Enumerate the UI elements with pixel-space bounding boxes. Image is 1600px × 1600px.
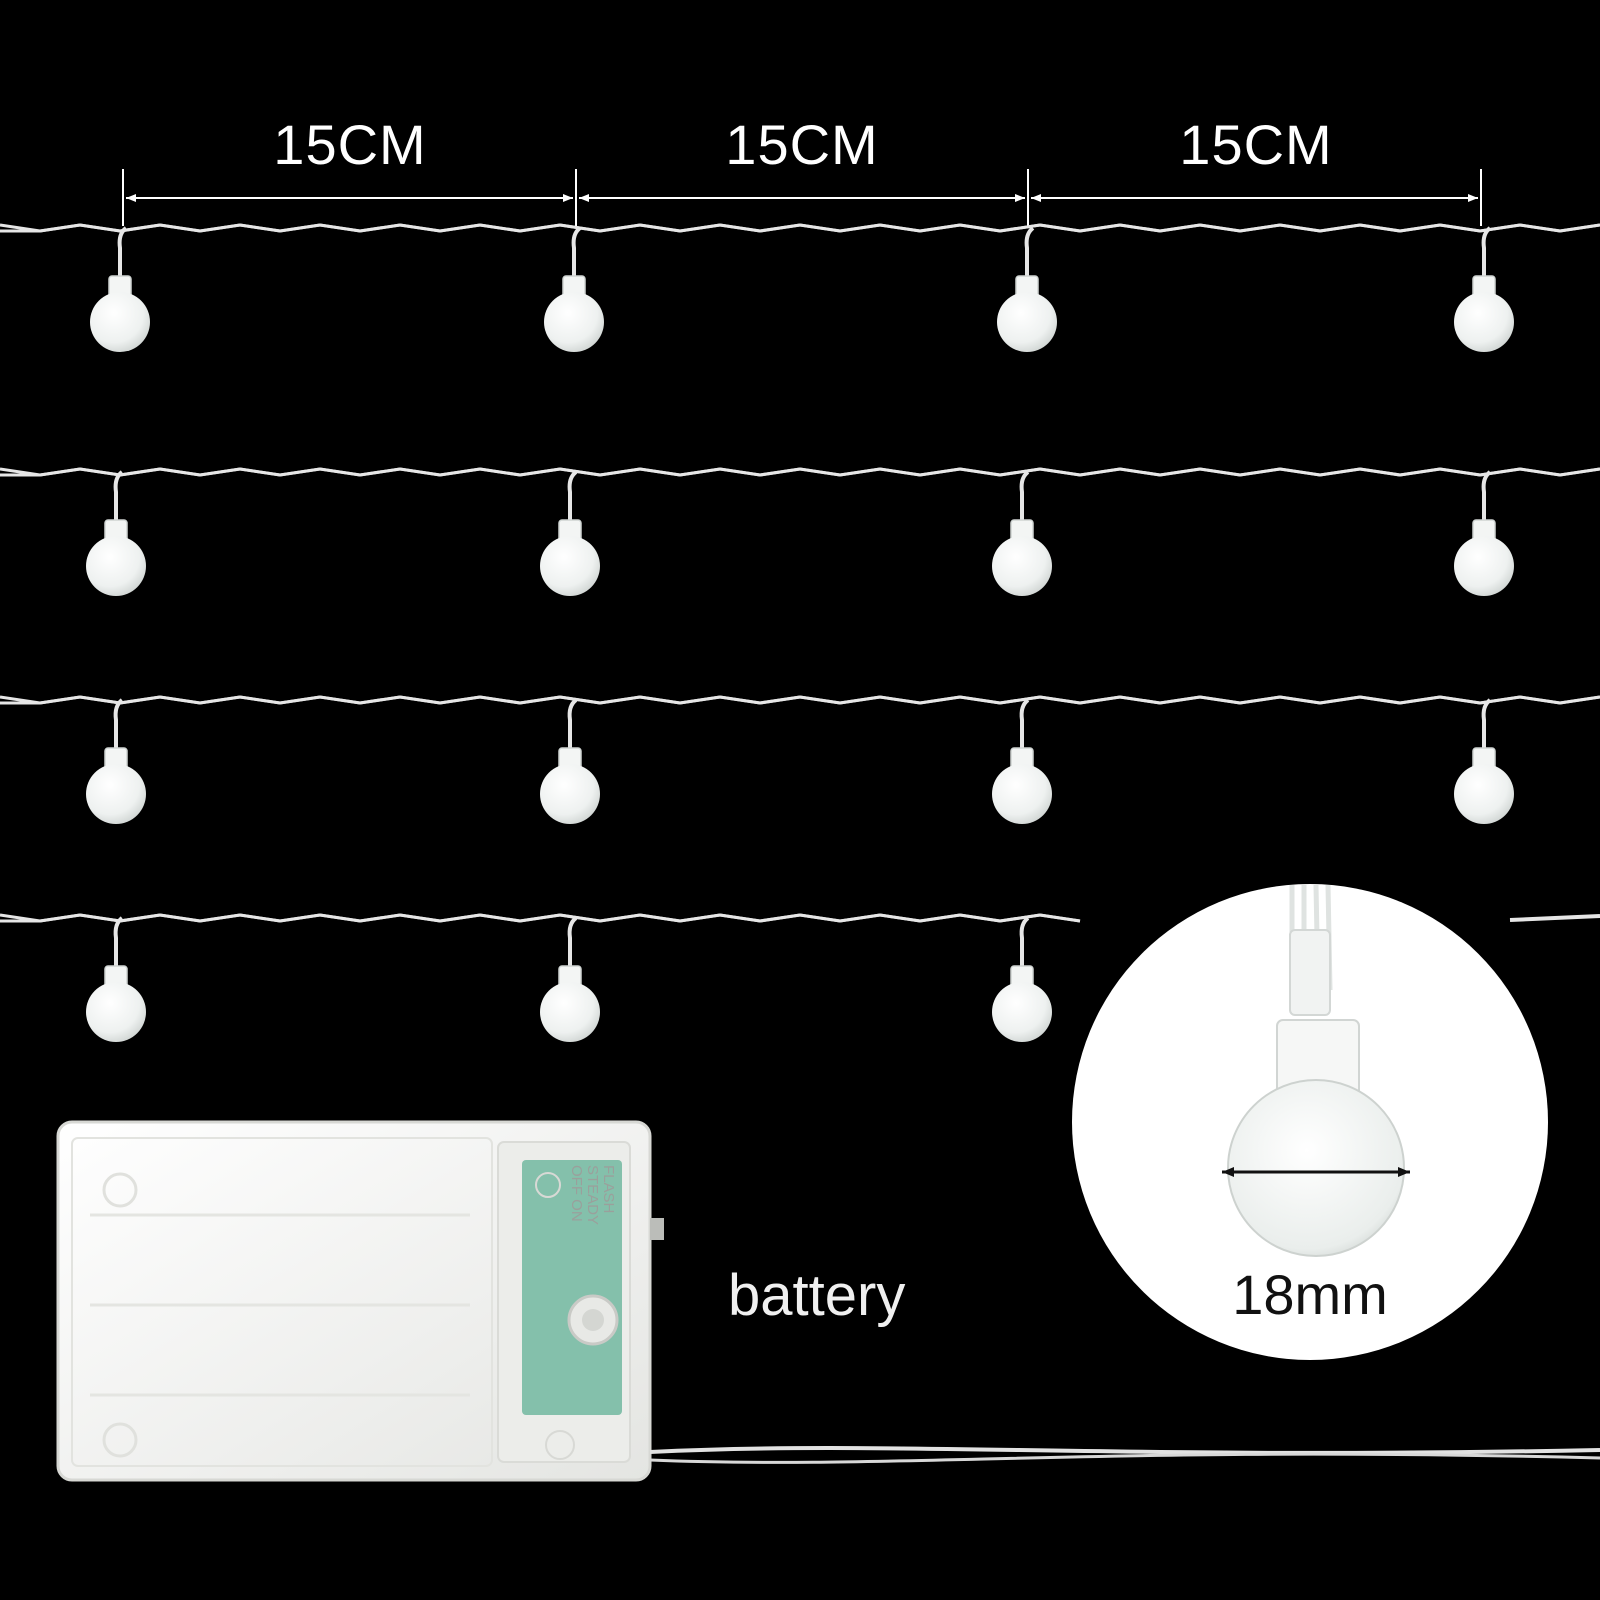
light-bulb bbox=[540, 916, 600, 1042]
bulb-size-label: 18mm bbox=[1232, 1263, 1388, 1326]
light-bulb bbox=[540, 698, 600, 824]
light-string-row bbox=[0, 223, 1600, 352]
light-bulb bbox=[1454, 698, 1514, 824]
light-string-row bbox=[0, 467, 1600, 596]
light-bulb bbox=[997, 226, 1057, 352]
svg-text:STEADY: STEADY bbox=[584, 1165, 601, 1225]
light-bulb bbox=[544, 226, 604, 352]
light-strings bbox=[0, 223, 1600, 1042]
light-bulb bbox=[540, 470, 600, 596]
light-bulb bbox=[86, 470, 146, 596]
light-bulb bbox=[992, 916, 1052, 1042]
light-bulb bbox=[90, 226, 150, 352]
light-bulb bbox=[86, 698, 146, 824]
svg-text:OFF ON: OFF ON bbox=[568, 1165, 585, 1222]
dimension-lines bbox=[122, 169, 1482, 226]
spacing-label-2: 15CM bbox=[725, 113, 879, 176]
battery-label: battery bbox=[728, 1263, 906, 1328]
circuit-board bbox=[522, 1160, 622, 1415]
light-bulb bbox=[1454, 226, 1514, 352]
light-string-row bbox=[0, 913, 1600, 1042]
spacing-label-3: 15CM bbox=[1179, 113, 1333, 176]
light-bulb bbox=[992, 470, 1052, 596]
battery-switch[interactable] bbox=[650, 1218, 664, 1240]
light-bulb bbox=[992, 698, 1052, 824]
bulb-closeup-callout bbox=[1072, 884, 1548, 1360]
spacing-label-1: 15CM bbox=[273, 113, 427, 176]
light-bulb bbox=[1454, 470, 1514, 596]
svg-text:FLASH: FLASH bbox=[600, 1165, 617, 1213]
light-bulb bbox=[86, 916, 146, 1042]
battery-box: FLASH STEADY OFF ON bbox=[56, 1120, 1600, 1482]
battery-switch-text: FLASH STEADY OFF ON bbox=[568, 1165, 617, 1225]
light-string-row bbox=[0, 695, 1600, 824]
dimension-arrowheads bbox=[126, 194, 1478, 202]
